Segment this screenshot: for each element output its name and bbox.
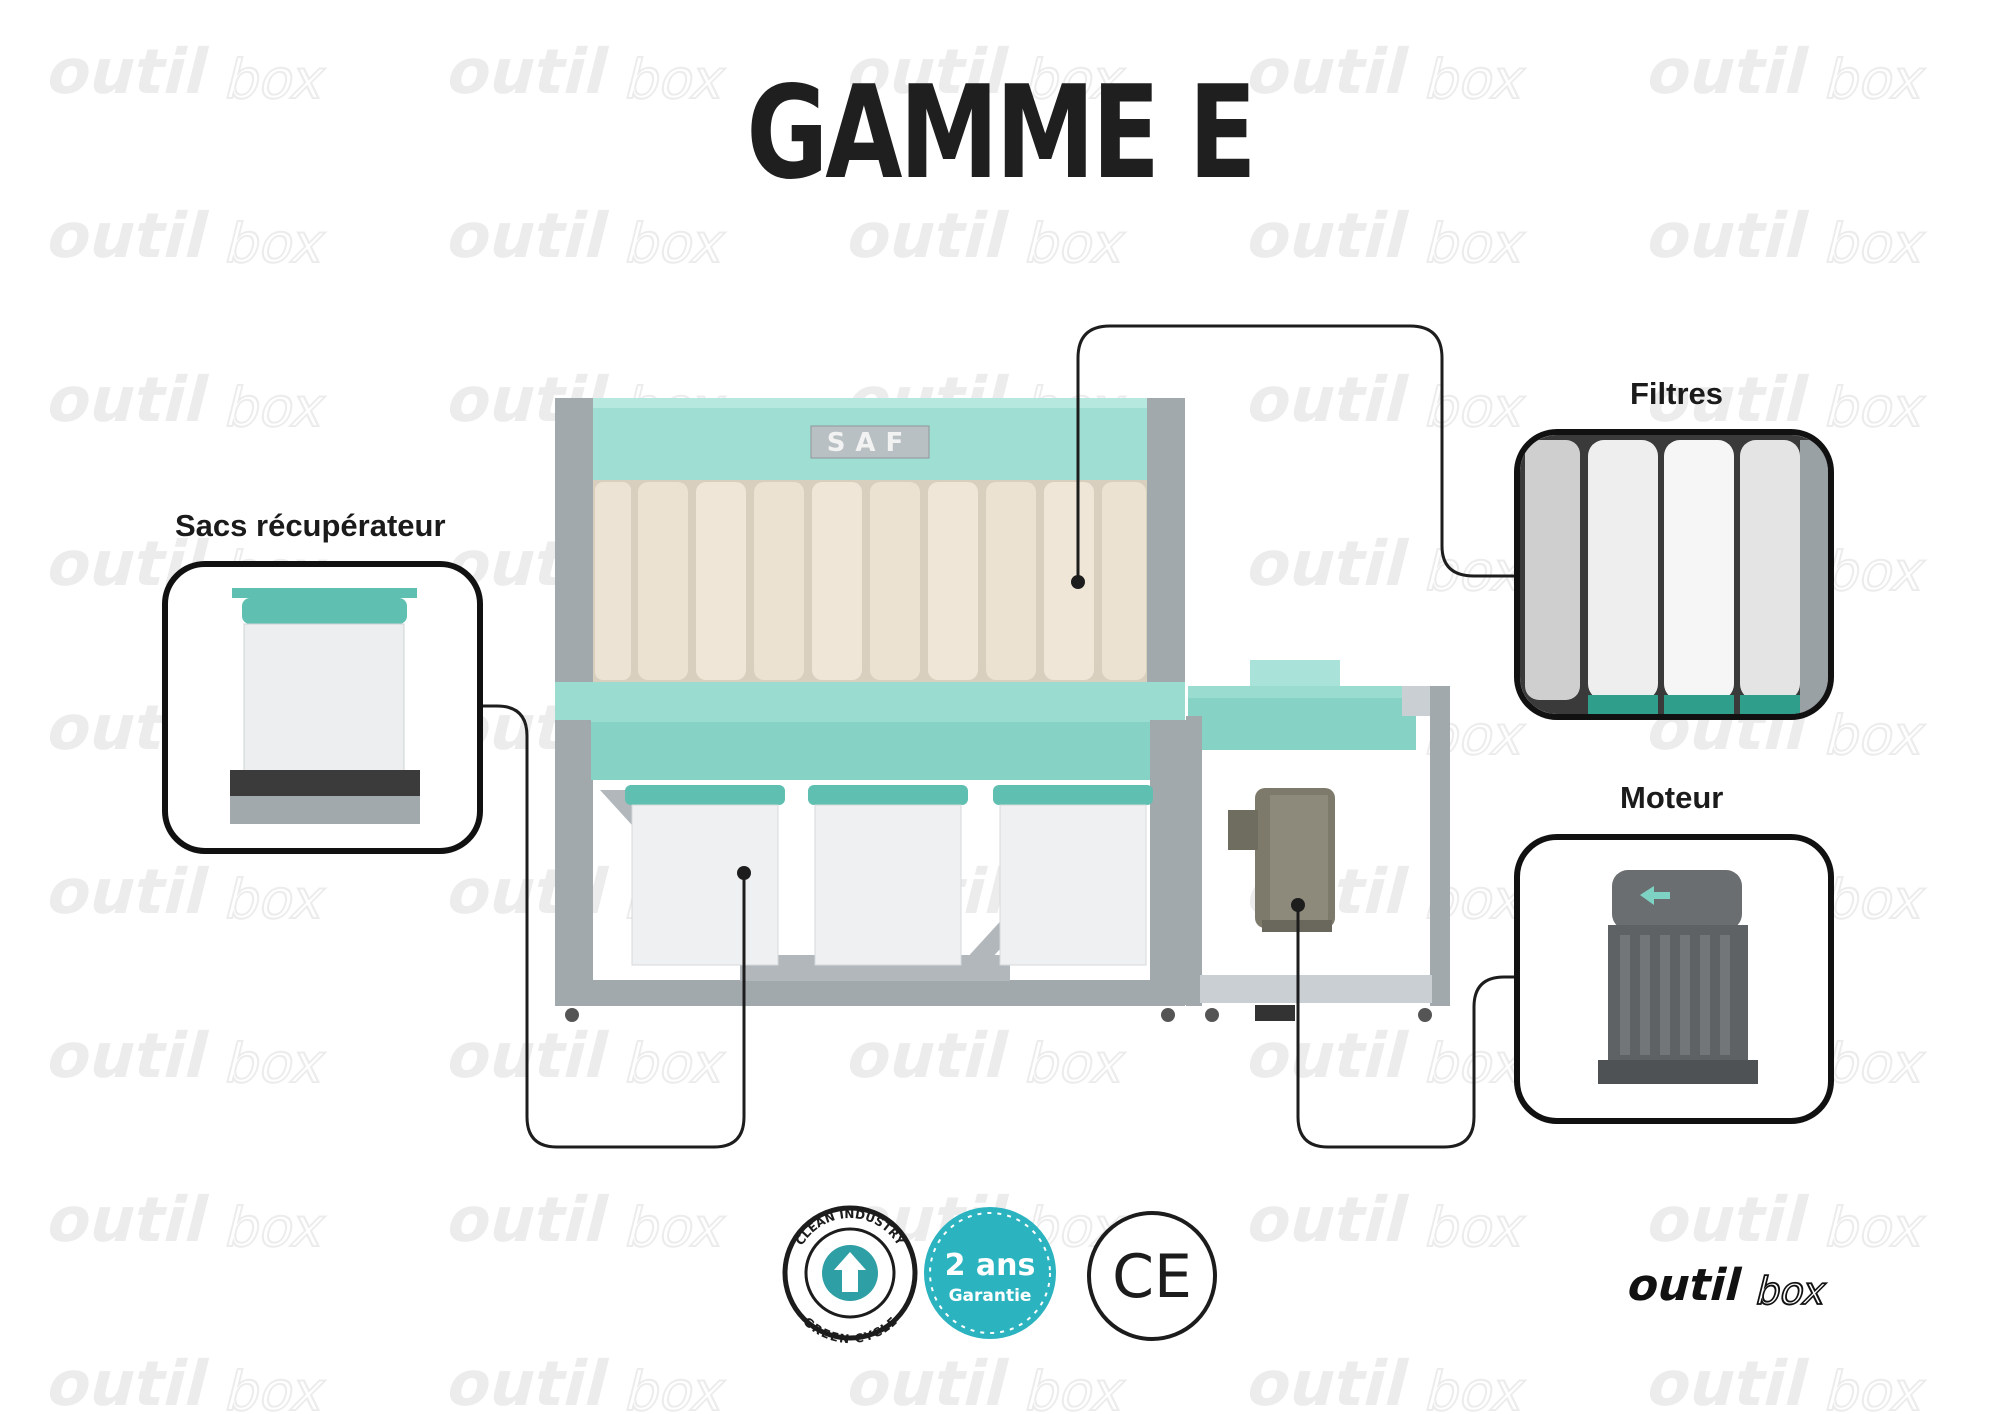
ce-badge: CE [1087, 1211, 1217, 1341]
bags-pointer-dot [737, 866, 751, 880]
callout-connectors [480, 324, 1515, 1149]
motor-pointer-dot [1291, 898, 1305, 912]
ce-mark-text: CE [1112, 1242, 1192, 1312]
filter-sleeves [593, 480, 1147, 682]
garantie-badge: 2 ans Garantie [924, 1207, 1056, 1339]
callout-label-moteur: Moteur [1620, 780, 1724, 815]
collection-bags [625, 785, 1153, 966]
motor-illustration [1228, 788, 1335, 932]
outilbox-logo: outil box [1622, 1260, 1832, 1315]
saf-plate-text: SAF [827, 428, 914, 458]
garantie-label: Garantie [949, 1286, 1032, 1306]
logo-outil: outil [1622, 1260, 1747, 1311]
sacs-zoom-box [162, 561, 483, 854]
garantie-years: 2 ans [945, 1248, 1036, 1283]
right-post [1147, 398, 1185, 698]
saf-plate: SAF [810, 425, 930, 459]
clean-industry-badge: CLEAN INDUSTRY GREEN CYCLE [782, 1205, 918, 1346]
filters-pointer-dot [1071, 575, 1085, 589]
logo-box: box [1752, 1270, 1832, 1314]
page-title: GAMME E [746, 59, 1256, 208]
filtres-zoom-box [1514, 429, 1834, 720]
callout-label-filtres: Filtres [1630, 376, 1724, 411]
fan-unit [1186, 660, 1450, 1022]
callout-label-sacs: Sacs récupérateur [175, 508, 446, 543]
moteur-zoom-box [1514, 834, 1834, 1124]
